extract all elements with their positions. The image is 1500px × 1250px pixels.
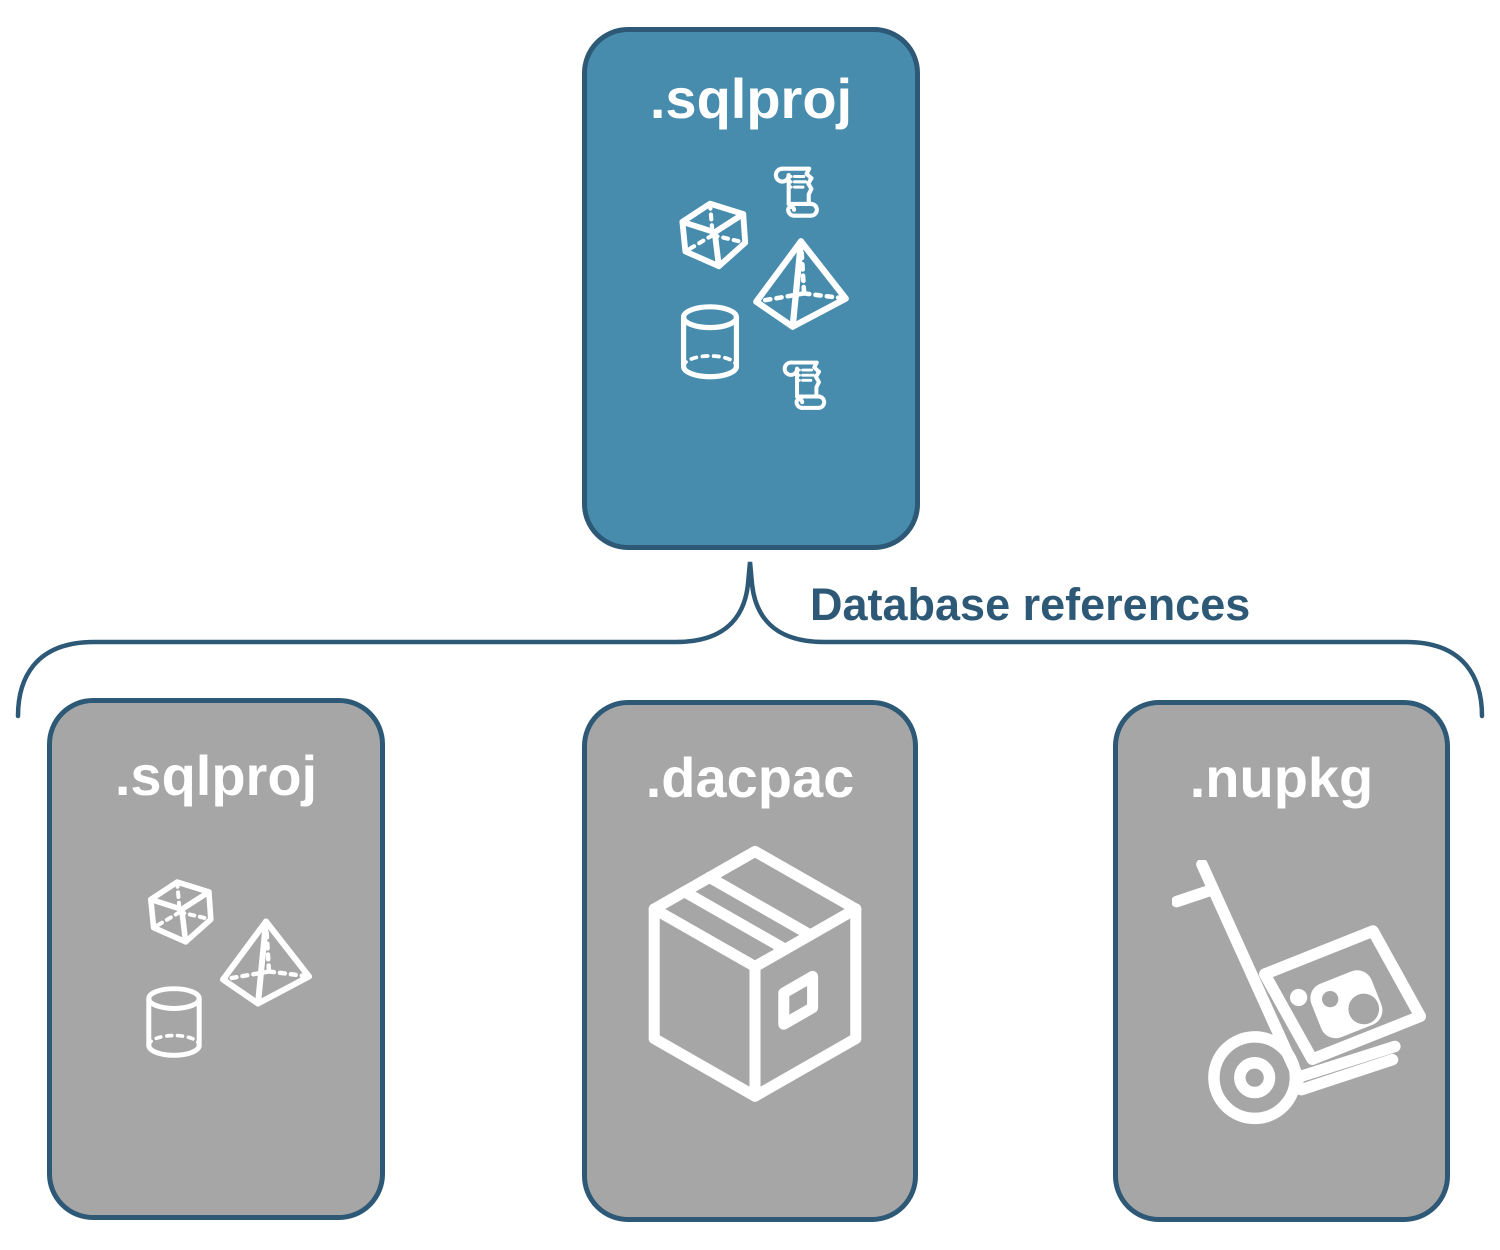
cube-icon	[135, 866, 227, 958]
child-card-nupkg: .nupkg	[1113, 700, 1450, 1222]
child-card-dacpac: .dacpac	[582, 700, 918, 1222]
package-box-icon	[635, 837, 875, 1125]
cylinder-icon	[676, 304, 744, 389]
cube-icon	[666, 187, 762, 283]
connector-label: Database references	[810, 579, 1251, 630]
child-card-sqlproj: .sqlproj	[47, 698, 385, 1220]
child-card-title: .sqlproj	[114, 744, 318, 807]
child-card-title: .dacpac	[645, 746, 855, 809]
pyramid-icon	[749, 235, 853, 331]
cylinder-icon	[142, 986, 206, 1067]
root-card-sqlproj: .sqlproj	[582, 27, 920, 550]
scroll-icon	[770, 164, 827, 221]
nuget-handtruck-icon	[1172, 860, 1426, 1130]
child-card-title: .nupkg	[1189, 746, 1374, 809]
root-card-title: .sqlproj	[649, 67, 853, 130]
scroll-icon	[779, 358, 834, 413]
pyramid-icon	[216, 915, 316, 1008]
